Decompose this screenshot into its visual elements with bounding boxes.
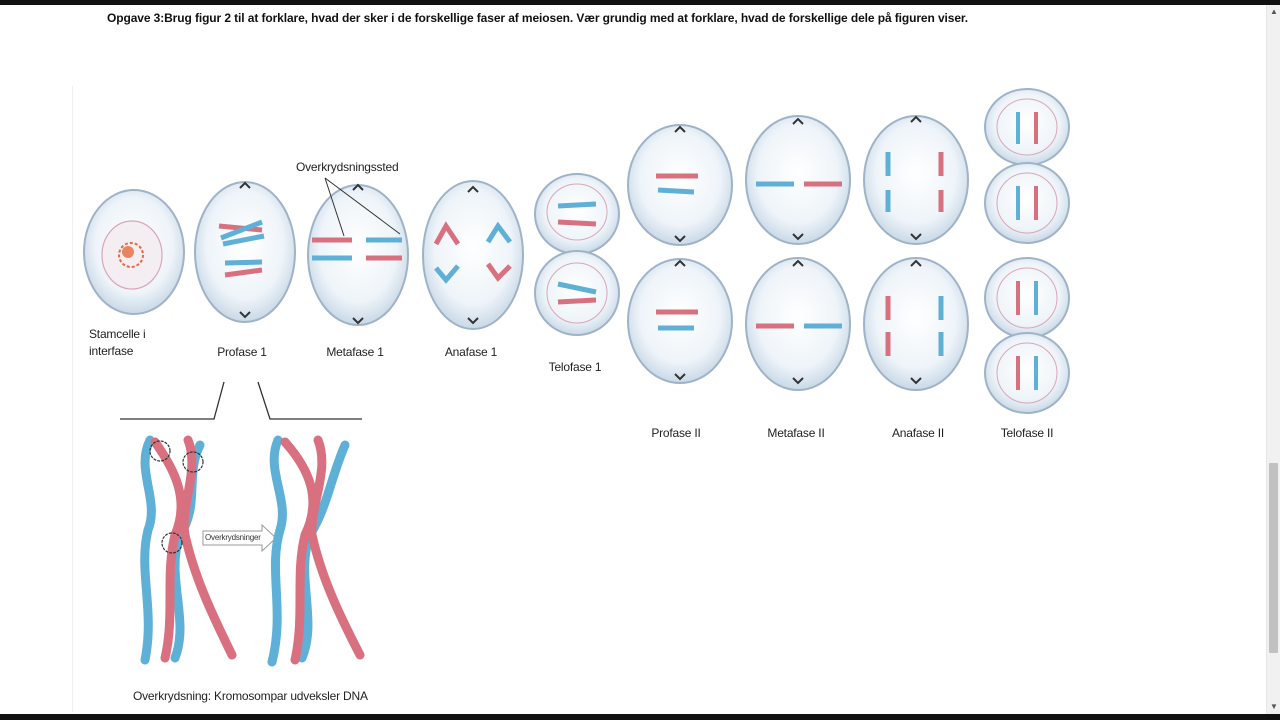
page-margin [1250,5,1266,714]
assignment-question: Opgave 3:Brug figur 2 til at forklare, h… [107,11,969,25]
label-metaphase-2: Metafase II [767,426,825,440]
chevron-up-icon[interactable]: ▲ [1270,7,1278,16]
label-prophase-1: Profase 1 [217,345,267,359]
scrollbar-thumb[interactable] [1269,463,1278,653]
chromosome-pair-before-crossover [140,435,237,665]
label-anaphase-1: Anafase 1 [444,345,498,359]
label-metaphase-1: Metafase 1 [326,345,384,359]
cell-telophase-2 [984,88,1070,414]
window-top-edge [0,0,1280,5]
cell-metaphase-2 [745,115,851,391]
cell-metaphase-1 [307,177,409,326]
window-bottom-edge [0,714,1280,720]
meiosis-diagram [83,88,1070,667]
cell-prophase-2 [627,124,733,384]
chromosome-pair-after-crossover [267,435,365,667]
crossover-arrow-label: Overkrydsninger [205,533,261,542]
chevron-down-icon[interactable]: ▼ [1270,702,1278,711]
label-telophase-2: Telofase II [1000,426,1054,440]
label-anaphase-2: Anafase II [891,426,945,440]
zoom-bracket [120,381,362,420]
cell-telophase-1 [534,173,620,336]
cell-anaphase-2 [863,115,969,391]
vertical-scrollbar[interactable]: ▲ ▼ [1266,5,1280,714]
crossover-arrow [202,523,277,553]
cell-interphase [83,189,185,315]
crossover-site-annotation: Overkrydsningssted [296,160,399,174]
label-interphase: Stamcelle i interfase [89,327,146,358]
label-prophase-2: Profase II [651,426,701,440]
cell-prophase-1 [194,181,296,323]
label-telophase-1: Telofase 1 [548,360,602,374]
cell-anaphase-1 [422,180,524,330]
figure-caption: Overkrydsning: Kromosompar udveksler DNA [133,689,368,703]
